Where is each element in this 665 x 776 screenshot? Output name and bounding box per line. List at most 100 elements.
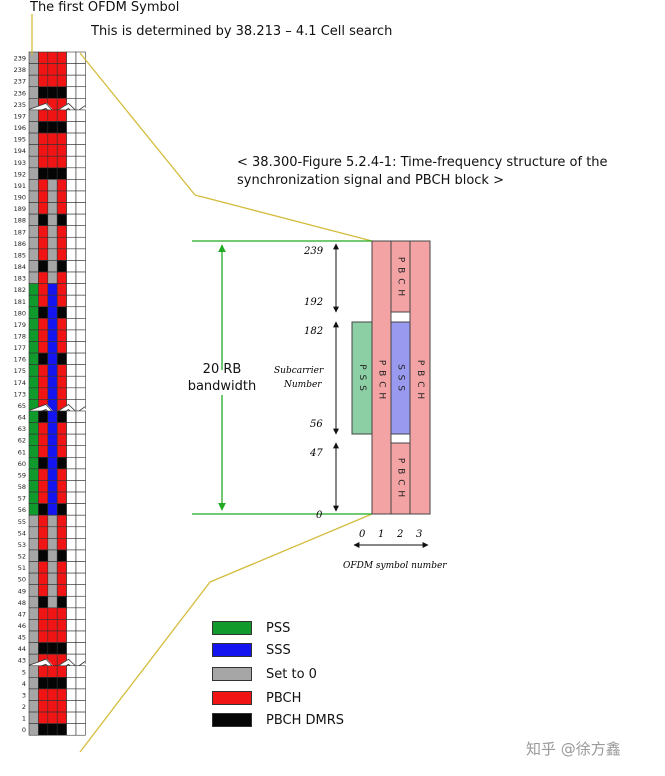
grid-row-53: 53 xyxy=(18,538,86,551)
symbol-tick-3: 3 xyxy=(416,529,422,540)
grid-row-label: 62 xyxy=(18,437,26,445)
guide-bottom-link xyxy=(209,513,373,583)
grid-row-label: 195 xyxy=(14,136,26,144)
grid-row-190: 190 xyxy=(14,190,86,203)
grid-row-label: 183 xyxy=(14,275,26,283)
grid-row-238: 238 xyxy=(14,63,86,76)
grid-row-192: 192 xyxy=(14,167,86,180)
grid-row-label: 173 xyxy=(14,390,26,398)
subcarrier-label-2: Number xyxy=(283,380,322,390)
legend-swatch-sss xyxy=(212,643,252,657)
tick-0: 0 xyxy=(316,510,323,521)
grid-row-174: 174 xyxy=(14,375,86,389)
legend-label-pbch-dmrs: PBCH DMRS xyxy=(266,712,345,728)
grid-row-181: 181 xyxy=(14,294,86,308)
grid-row-189: 189 xyxy=(14,202,86,215)
grid-row-1: 1 xyxy=(22,711,86,724)
tick-56: 56 xyxy=(310,419,323,430)
grid-row-label: 54 xyxy=(18,529,26,537)
grid-row-186: 186 xyxy=(14,236,86,250)
grid-row-62: 62 xyxy=(18,433,86,447)
grid-row-label: 176 xyxy=(14,356,26,364)
sss-block-label: S S S xyxy=(396,364,406,392)
legend-item-pss: PSS xyxy=(212,620,290,636)
grid-row-55: 55 xyxy=(18,514,86,528)
tick-47: 47 xyxy=(309,448,323,459)
bandwidth-label-line2: bandwidth xyxy=(187,379,257,394)
legend-item-pbch: PBCH xyxy=(212,690,301,706)
grid-row-label: 184 xyxy=(14,263,26,271)
grid-row-label: 185 xyxy=(14,251,26,259)
grid-row-label: 61 xyxy=(18,448,26,456)
grid-row-3: 3 xyxy=(22,688,86,701)
grid-row-label: 5 xyxy=(22,668,26,676)
figure-caption: < 38.300-Figure 5.2.4-1: Time-frequency … xyxy=(237,154,608,190)
grid-row-label: 180 xyxy=(14,309,26,317)
grid-row-label: 177 xyxy=(14,344,26,352)
grid-row-194: 194 xyxy=(14,144,86,157)
grid-row-label: 237 xyxy=(14,78,26,86)
grid-row-46: 46 xyxy=(18,619,86,632)
header-title: The first OFDM Symbol xyxy=(30,0,180,15)
symbol-axis-label: OFDM symbol number xyxy=(343,561,447,571)
grid-row-185: 185 xyxy=(14,248,86,261)
tick-182: 182 xyxy=(304,326,323,337)
grid-row-label: 49 xyxy=(18,587,26,595)
grid-row-label: 47 xyxy=(18,610,26,618)
grid-row-label: 58 xyxy=(18,483,26,491)
symbol-tick-1: 1 xyxy=(378,529,384,540)
grid-row-label: 48 xyxy=(18,599,26,607)
grid-row-label: 192 xyxy=(14,170,26,178)
legend-label-pss: PSS xyxy=(266,620,291,636)
figure-caption-line2: synchronization signal and PBCH block > xyxy=(237,173,504,188)
grid-row-2: 2 xyxy=(22,700,86,713)
grid-row-label: 178 xyxy=(14,333,26,341)
pbch-symbol-2-lower-label: P B C H xyxy=(396,458,406,498)
grid-row-47: 47 xyxy=(18,607,86,620)
grid-row-label: 3 xyxy=(22,691,26,699)
grid-row-44: 44 xyxy=(18,642,86,655)
grid-cell xyxy=(75,723,86,736)
gap-lower xyxy=(390,433,411,444)
grid-row-label: 193 xyxy=(14,159,26,167)
grid-row-label: 55 xyxy=(18,518,26,526)
header-subtitle: This is determined by 38.213 – 4.1 Cell … xyxy=(91,24,393,39)
grid-row-54: 54 xyxy=(18,526,86,539)
symbol-tick-0: 0 xyxy=(359,529,366,540)
resource-grid: 2392382372362351971961951941931921911901… xyxy=(14,51,87,736)
legend-swatch-pss xyxy=(212,621,252,635)
grid-row-237: 237 xyxy=(14,74,86,88)
grid-row-label: 60 xyxy=(18,460,26,468)
figure-caption-line1: < 38.300-Figure 5.2.4-1: Time-frequency … xyxy=(237,155,608,170)
grid-row-label: 43 xyxy=(18,657,26,665)
grid-row-label: 51 xyxy=(18,564,26,572)
grid-row-label: 45 xyxy=(18,634,26,642)
tick-239: 239 xyxy=(303,246,324,257)
grid-row-label: 190 xyxy=(14,194,26,202)
grid-row-label: 238 xyxy=(14,66,26,74)
grid-row-label: 52 xyxy=(18,553,26,561)
grid-row-label: 1 xyxy=(22,715,26,723)
grid-row-5: 5 xyxy=(22,665,86,678)
grid-row-label: 53 xyxy=(18,541,26,549)
legend-item-pbch-dmrs: PBCH DMRS xyxy=(212,712,344,728)
symbol-tick-2: 2 xyxy=(396,529,403,540)
grid-row-label: 59 xyxy=(18,471,26,479)
grid-row-51: 51 xyxy=(18,561,86,574)
grid-row-label: 46 xyxy=(18,622,26,630)
grid-row-173: 173 xyxy=(14,387,86,400)
guide-top-line xyxy=(79,52,196,196)
grid-row-63: 63 xyxy=(18,422,86,435)
grid-row-label: 179 xyxy=(14,321,26,329)
gap-upper xyxy=(390,311,411,323)
subcarrier-label-1: Subcarrier xyxy=(274,366,324,376)
pbch-symbol-3 xyxy=(409,240,431,515)
grid-row-label: 194 xyxy=(14,147,26,155)
watermark: 知乎 @徐方鑫 xyxy=(526,740,621,758)
legend-item-sss: SSS xyxy=(212,642,291,658)
bandwidth-label: 20 RB bandwidth xyxy=(182,361,262,395)
grid-row-61: 61 xyxy=(18,445,86,458)
grid-row-label: 174 xyxy=(14,379,26,387)
grid-row-label: 235 xyxy=(14,101,26,109)
